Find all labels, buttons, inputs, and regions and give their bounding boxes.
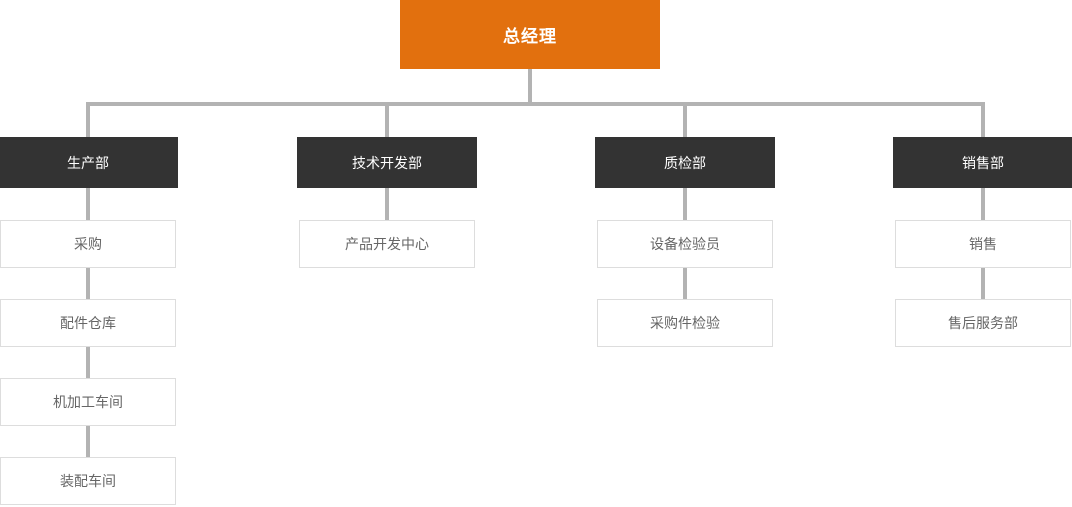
connector-branch-top [86,106,90,137]
connector-branch-top [981,106,985,137]
connector-child [86,347,90,378]
connector-dept-child [683,188,687,220]
connector-dept-child [86,188,90,220]
dept-node-quality: 质检部 [595,137,775,188]
child-node-purchased-parts-inspection: 采购件检验 [597,299,773,347]
dept-node-tech-dev: 技术开发部 [297,137,477,188]
child-node-product-dev-center: 产品开发中心 [299,220,475,268]
connector-child [86,268,90,299]
org-node-root: 总经理 [400,0,660,69]
child-node-parts-warehouse: 配件仓库 [0,299,176,347]
org-branch-production: 生产部 采购 配件仓库 机加工车间 装配车间 [0,0,178,507]
child-node-machining-workshop: 机加工车间 [0,378,176,426]
connector-branch-top [683,106,687,137]
dept-node-production: 生产部 [0,137,178,188]
connector-branch-top [385,106,389,137]
child-node-after-sales-service: 售后服务部 [895,299,1071,347]
connector-child [683,268,687,299]
connector-horizontal-bar [86,102,985,106]
connector-dept-child [385,188,389,220]
org-branch-quality: 质检部 设备检验员 采购件检验 [595,0,775,507]
org-branch-sales: 销售部 销售 售后服务部 [893,0,1072,507]
child-node-sales: 销售 [895,220,1071,268]
connector-child [981,268,985,299]
child-node-assembly-workshop: 装配车间 [0,457,176,505]
org-branch-tech-dev: 技术开发部 产品开发中心 [297,0,477,507]
connector-child [86,426,90,457]
dept-node-sales: 销售部 [893,137,1072,188]
connector-dept-child [981,188,985,220]
connector-root-vertical [528,69,532,102]
child-node-equipment-inspector: 设备检验员 [597,220,773,268]
child-node-purchasing: 采购 [0,220,176,268]
